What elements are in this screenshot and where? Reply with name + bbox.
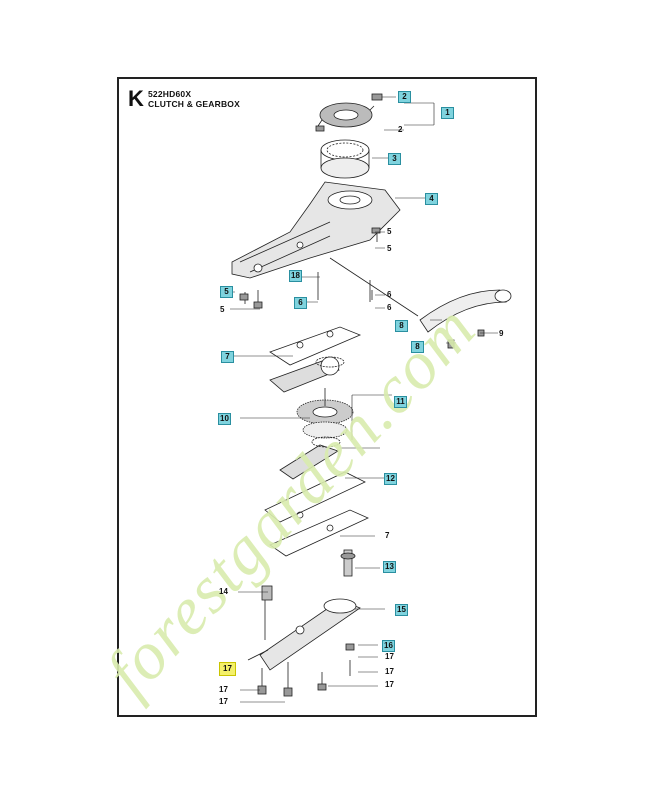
lower-cover [247,598,361,671]
callout-c17f: 17 [219,697,228,706]
callout-c8a: 8 [395,320,408,332]
callout-c3: 3 [388,153,401,165]
callout-c6a: 6 [294,297,307,309]
clutch-drum [320,139,370,179]
callout-c2a: 2 [398,91,411,103]
callout-c5d: 5 [220,305,225,314]
gear-arm [269,356,345,393]
gasket-upper [269,326,362,366]
callout-c11: 11 [394,396,407,408]
callout-c17e: 17 [219,685,228,694]
bracket [261,585,273,640]
callout-c12: 12 [384,473,397,485]
callout-c17b: 17 [219,662,236,676]
model-number: 522HD60X [148,89,192,99]
diagram-title: CLUTCH & GEARBOX [148,99,240,109]
callout-c18: 18 [289,270,302,282]
callout-c8b: 8 [411,341,424,353]
callout-c14: 14 [219,587,228,596]
callout-c5a: 5 [387,227,392,236]
callout-c17d: 17 [385,680,394,689]
callout-c15: 15 [395,604,408,616]
callout-c5c: 5 [220,286,233,298]
callout-c6c: 6 [387,303,392,312]
callout-c4: 4 [425,193,438,205]
gear-wheel [296,388,354,439]
pinion-gear [340,549,356,577]
callout-c7b: 7 [385,531,390,540]
callout-c6b: 6 [387,290,392,299]
callout-c5b: 5 [387,244,392,253]
shaft-tube [329,257,512,333]
gearbox-housing [231,181,401,279]
callout-c2b: 2 [398,125,403,134]
leader-lines [227,96,498,703]
gasket-lower [264,471,369,557]
lower-arm [279,436,341,480]
callout-c7a: 7 [221,351,234,363]
callout-c17c: 17 [385,667,394,676]
clutch-assembly [315,93,383,132]
section-letter: K [128,86,144,111]
callout-c16: 16 [382,640,395,652]
callout-c1: 1 [441,107,454,119]
callout-c10: 10 [218,413,231,425]
callout-c17a: 17 [385,652,394,661]
callout-c9: 9 [499,329,504,338]
callout-c13: 13 [383,561,396,573]
